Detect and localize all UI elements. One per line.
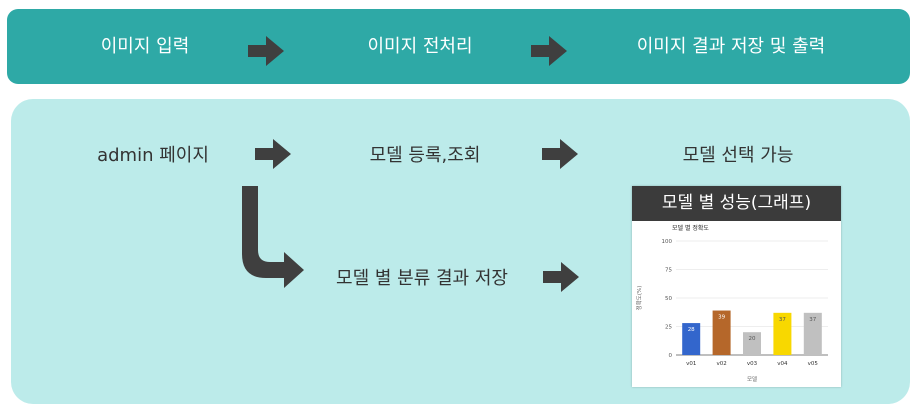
bar bbox=[712, 310, 731, 355]
model-classify-save-label: 모델 별 분류 결과 저장 bbox=[336, 268, 508, 289]
y-tick-label: 50 bbox=[665, 296, 672, 302]
arrow-right-icon bbox=[248, 36, 284, 66]
model-register-label: 모델 등록,조회 bbox=[369, 145, 481, 166]
bar bbox=[743, 332, 761, 355]
x-tick-label: v01 bbox=[686, 361, 696, 367]
y-tick-label: 0 bbox=[669, 353, 673, 359]
pipeline-step-save-output: 이미지 결과 저장 및 출력 bbox=[636, 36, 826, 57]
arrow-right-icon bbox=[531, 36, 567, 66]
bar-value-label: 37 bbox=[809, 317, 816, 323]
x-tick-label: v04 bbox=[777, 361, 788, 367]
x-tick-label: v03 bbox=[747, 361, 758, 367]
y-tick-label: 25 bbox=[665, 325, 672, 331]
bar-value-label: 39 bbox=[718, 315, 725, 321]
pipeline-step-image-input: 이미지 입력 bbox=[100, 36, 190, 57]
y-tick-label: 100 bbox=[662, 239, 673, 245]
bar-value-label: 20 bbox=[749, 336, 756, 342]
chart-card-header: 모델 별 성능(그래프) bbox=[632, 186, 841, 221]
pipeline-step-preprocess: 이미지 전처리 bbox=[367, 36, 473, 57]
chart-title: 모델 별 정확도 bbox=[672, 224, 709, 232]
bar bbox=[803, 312, 822, 355]
accuracy-bar-chart: 모델 별 정확도 0 25 50 75 100 정확도(%) 28 v01 39 v02 20 v03 3… bbox=[635, 224, 828, 383]
y-tick-label: 75 bbox=[665, 268, 672, 274]
arrow-right-icon bbox=[542, 139, 578, 169]
bent-arrow-icon bbox=[242, 186, 304, 288]
bar-value-label: 28 bbox=[688, 327, 695, 333]
x-axis-label: 모델 bbox=[747, 375, 757, 383]
arrow-right-icon bbox=[255, 139, 291, 169]
pipeline-band: 이미지 입력 이미지 전처리 이미지 결과 저장 및 출력 bbox=[7, 9, 910, 84]
bar bbox=[682, 323, 701, 355]
bar-value-label: 37 bbox=[779, 317, 786, 323]
model-select-label: 모델 선택 가능 bbox=[682, 145, 794, 166]
y-axis-label: 정확도(%) bbox=[635, 286, 643, 311]
admin-page-label: admin 페이지 bbox=[97, 145, 209, 166]
x-tick-label: v02 bbox=[716, 361, 726, 367]
model-performance-card: 모델 별 성능(그래프) 모델 별 정확도 0 25 50 75 100 정확도(%) 28 v… bbox=[632, 186, 841, 387]
bar bbox=[773, 312, 792, 355]
x-tick-label: v05 bbox=[808, 361, 819, 367]
arrow-right-icon bbox=[543, 262, 579, 292]
